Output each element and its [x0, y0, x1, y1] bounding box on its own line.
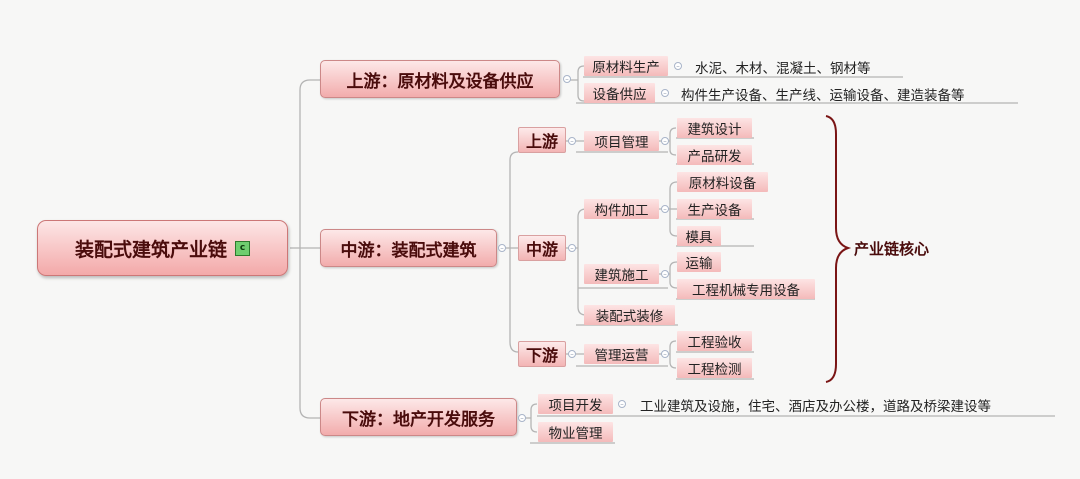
construction-collapse-icon[interactable]: – [661, 270, 669, 278]
raw-materials-collapse-icon[interactable]: – [674, 62, 682, 70]
mid-sub-up-node[interactable]: 上游 [518, 127, 566, 153]
leaf-product-rnd[interactable]: 产品研发 [677, 145, 752, 165]
midstream-collapse-icon[interactable]: – [498, 244, 506, 252]
topic-prefab-decoration[interactable]: 装配式装修 [584, 305, 675, 325]
component-processing-collapse-icon[interactable]: – [661, 205, 669, 213]
leaf-raw-material-equipment[interactable]: 原材料设备 [677, 172, 768, 192]
leaf-acceptance[interactable]: 工程验收 [677, 331, 752, 351]
mid-sub-down-node[interactable]: 下游 [518, 341, 566, 367]
upstream-node[interactable]: 上游：原材料及设备供应 [320, 60, 560, 98]
midstream-node[interactable]: 中游：装配式建筑 [320, 229, 497, 267]
equipment-collapse-icon[interactable]: – [661, 89, 669, 97]
downstream-topic-property-management[interactable]: 物业管理 [538, 422, 613, 442]
upstream-collapse-icon[interactable]: – [563, 75, 571, 83]
upstream-detail-equipment: 构件生产设备、生产线、运输设备、建造装备等 [681, 88, 965, 104]
leaf-production-equipment[interactable]: 生产设备 [677, 199, 752, 219]
topic-component-processing[interactable]: 构件加工 [584, 199, 659, 219]
mid-sub-mid-collapse-icon[interactable]: – [568, 244, 576, 252]
downstream-node[interactable]: 下游：地产开发服务 [320, 398, 517, 436]
operations-management-collapse-icon[interactable]: – [661, 350, 669, 358]
root-node[interactable]: 装配式建筑产业链 c [37, 220, 288, 276]
mid-sub-up-collapse-icon[interactable]: – [568, 137, 576, 145]
leaf-engineering-machinery[interactable]: 工程机械专用设备 [677, 279, 815, 299]
collapse-marker-icon[interactable]: c [235, 240, 250, 256]
downstream-topic-project-dev[interactable]: 项目开发 [538, 394, 613, 414]
downstream-collapse-icon[interactable]: – [518, 414, 526, 422]
root-label: 装配式建筑产业链 [74, 238, 227, 261]
core-brace [825, 115, 852, 383]
core-label: 产业链核心 [854, 240, 930, 258]
leaf-molds[interactable]: 模具 [677, 226, 721, 246]
leaf-inspection[interactable]: 工程检测 [677, 358, 752, 378]
leaf-transport[interactable]: 运输 [677, 252, 721, 272]
project-dev-collapse-icon[interactable]: – [618, 400, 626, 408]
upstream-topic-equipment[interactable]: 设备供应 [584, 83, 655, 103]
upstream-detail-raw-materials: 水泥、木材、混凝土、钢材等 [695, 61, 871, 77]
mid-sub-down-collapse-icon[interactable]: – [568, 350, 576, 358]
upstream-topic-raw-materials[interactable]: 原材料生产 [584, 56, 668, 76]
downstream-detail-project-dev: 工业建筑及设施，住宅、酒店及办公楼，道路及桥梁建设等 [640, 399, 991, 415]
topic-operations-management[interactable]: 管理运营 [584, 344, 659, 364]
project-management-collapse-icon[interactable]: – [661, 137, 669, 145]
leaf-architectural-design[interactable]: 建筑设计 [677, 118, 752, 138]
mid-sub-mid-node[interactable]: 中游 [518, 235, 566, 261]
topic-project-management[interactable]: 项目管理 [584, 131, 659, 151]
topic-construction[interactable]: 建筑施工 [584, 264, 659, 284]
